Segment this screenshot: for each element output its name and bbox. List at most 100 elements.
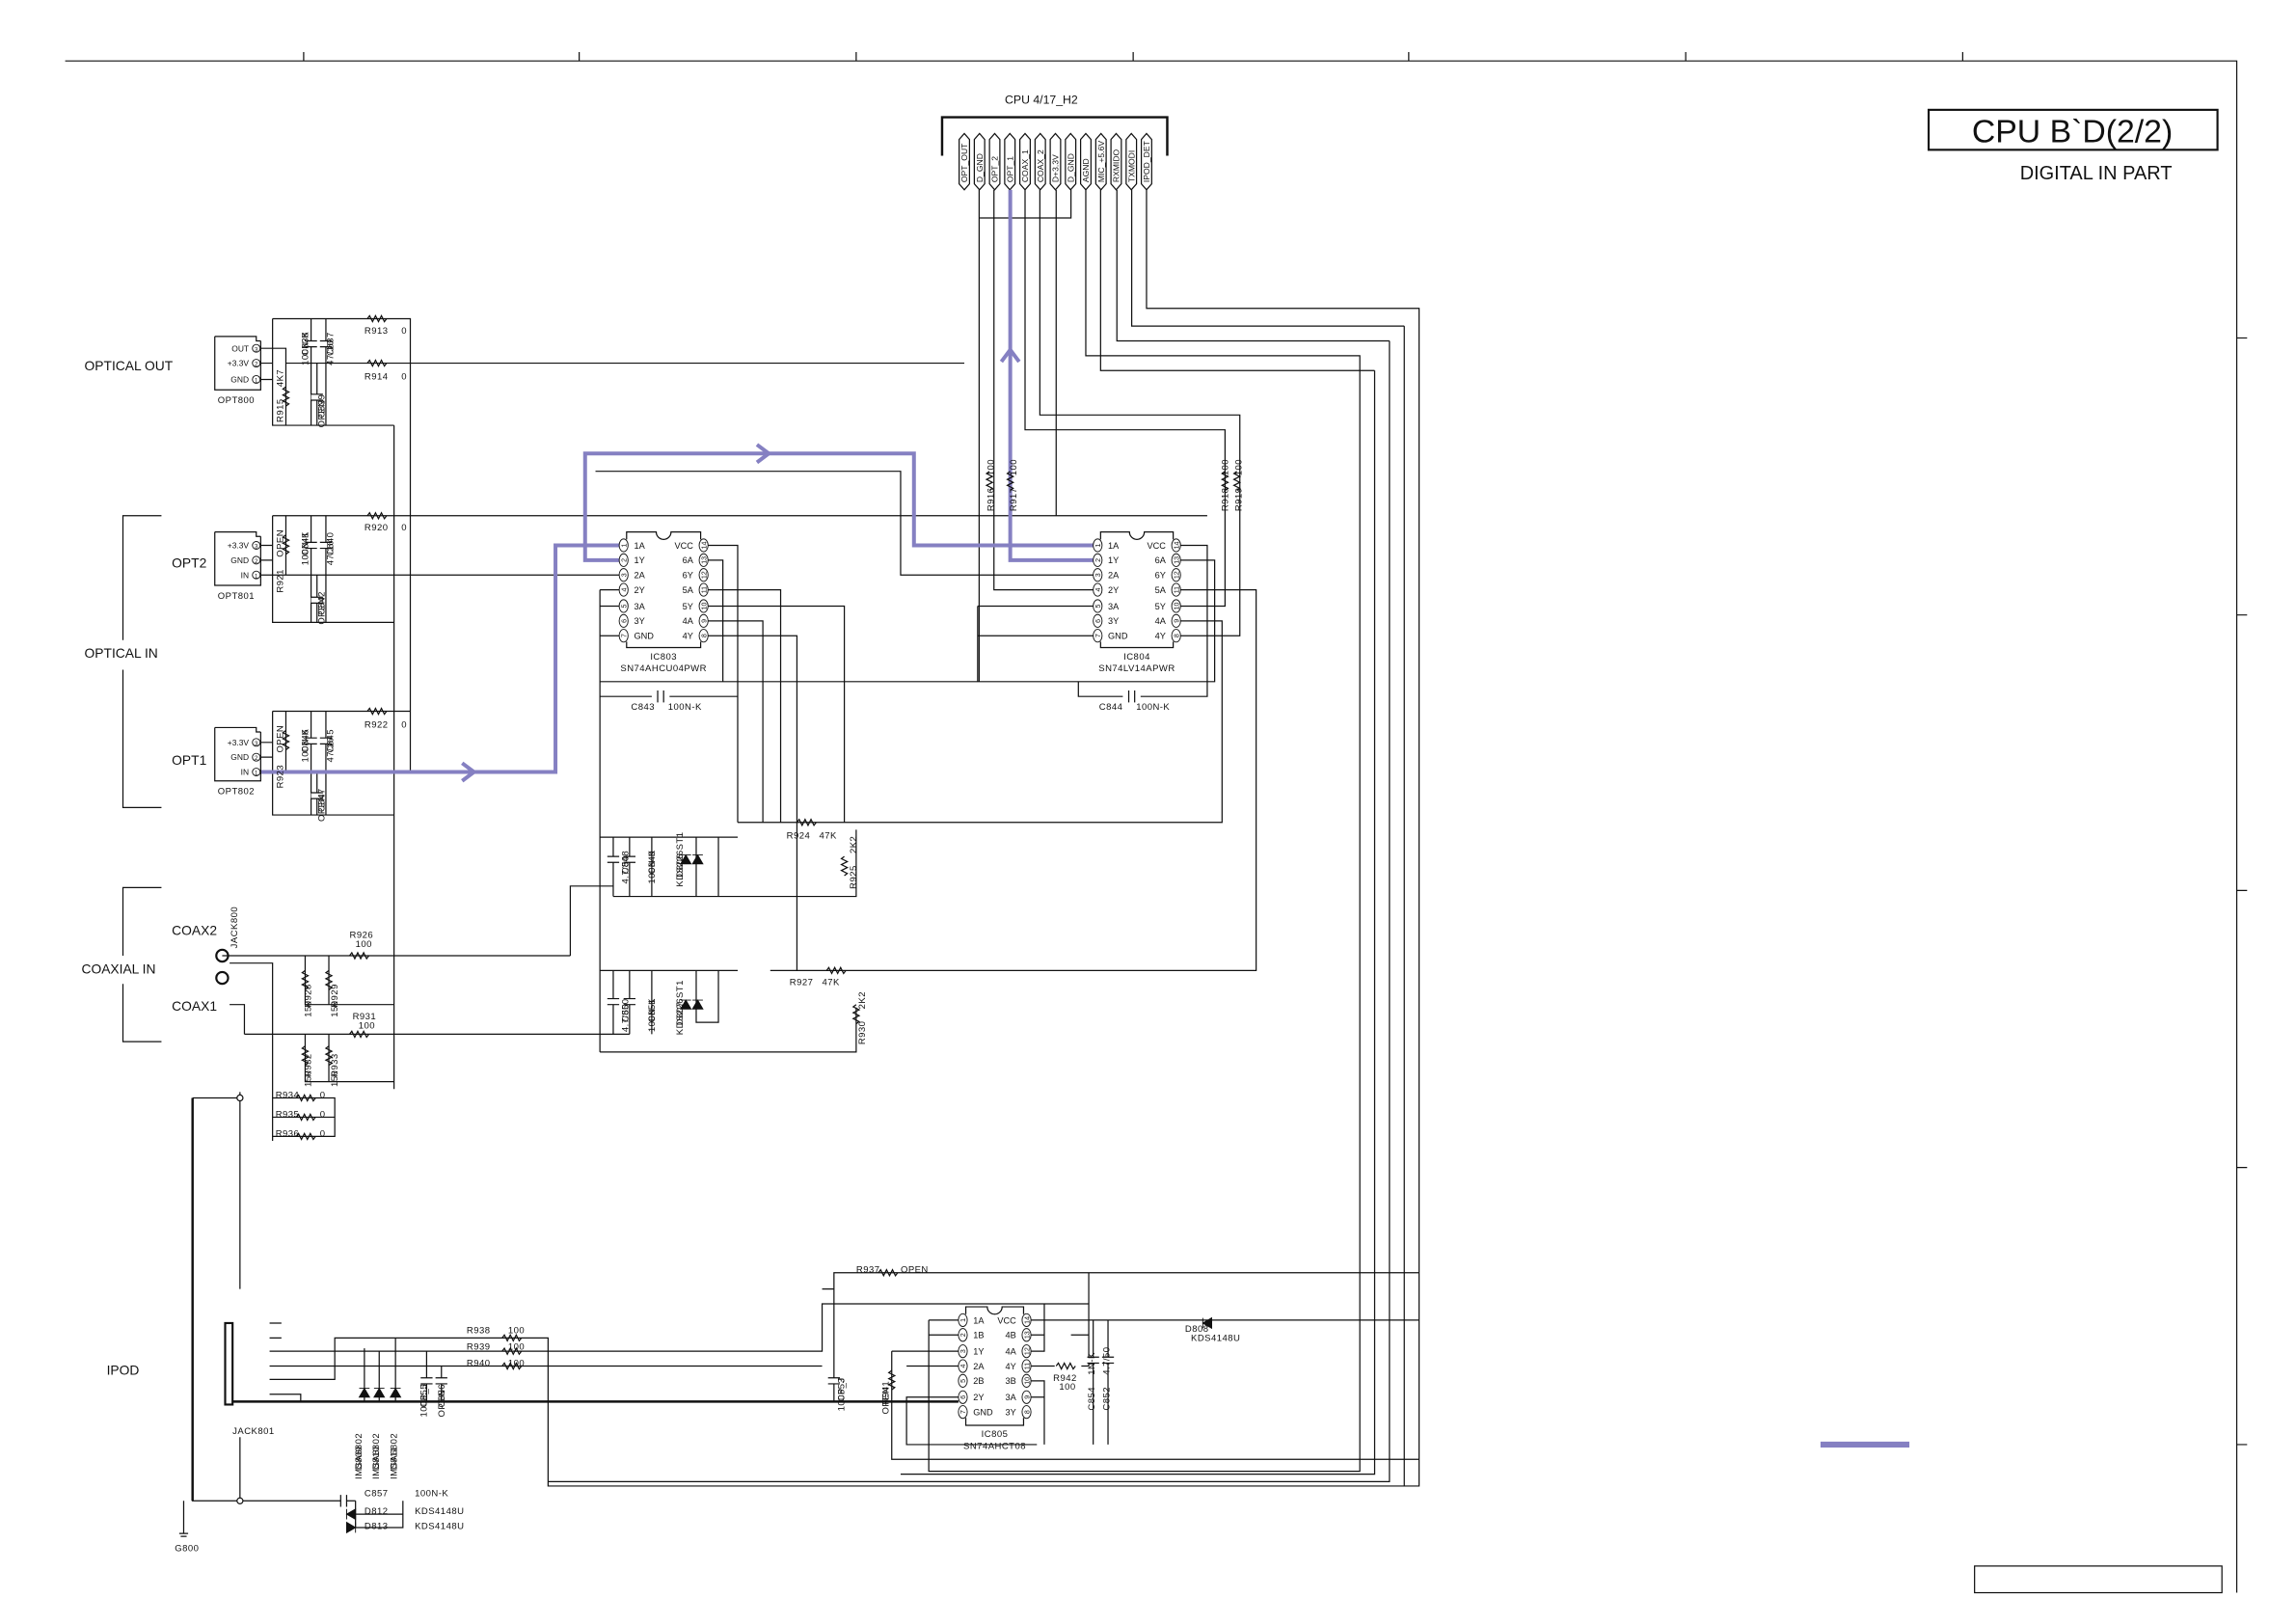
capacitor-gap <box>607 856 620 863</box>
resistor-icon <box>300 1045 310 1067</box>
resistor-icon <box>282 386 290 407</box>
module-ref: OPT802 <box>218 787 255 798</box>
component-ref: C838 <box>301 332 311 356</box>
ic-pin-number: 13 <box>1024 1331 1031 1339</box>
connector-pin-box <box>959 132 971 191</box>
ic-ref: IC804 <box>1123 652 1150 663</box>
capacitor-gap <box>623 998 635 1005</box>
pin-circle <box>252 738 261 747</box>
component-value: OPEN <box>437 1390 447 1418</box>
ic-pin-name: 3A <box>634 602 645 611</box>
component-value: 100 <box>986 459 997 475</box>
ic-pin-number: 12 <box>1174 571 1180 579</box>
label-opt2: OPT2 <box>172 555 206 571</box>
capacitor-gap <box>1101 1357 1115 1364</box>
component-ref: C849 <box>647 851 658 875</box>
diode-icon <box>691 853 704 865</box>
component-ref: D806 <box>675 853 686 878</box>
connector-pin-8: AGND <box>1081 158 1091 182</box>
ic-part-number: SN74AHCU04PWR <box>620 663 707 674</box>
ic-pin <box>958 1390 968 1404</box>
capacitor-gap <box>658 690 664 703</box>
component-value: OPEN <box>275 725 285 753</box>
capacitor-gap <box>1128 690 1135 703</box>
pin-number: 3 <box>255 544 258 551</box>
ic-pin-name: 1Y <box>1108 555 1119 565</box>
component-ref: D811 <box>390 1447 400 1470</box>
component-ref: C844 <box>1099 702 1123 713</box>
ic-pin <box>958 1313 968 1327</box>
component-value: KDS226ST1 <box>675 980 686 1035</box>
component-value: 100 <box>508 1326 525 1337</box>
component-symbols <box>282 314 1242 1534</box>
component-value: IMSA6802 <box>371 1433 382 1479</box>
ic-pin <box>618 613 629 628</box>
ic-pin <box>1021 1328 1032 1342</box>
jack800-label: JACK800 <box>230 907 240 948</box>
resistor-icon <box>366 707 388 716</box>
ic-pin <box>698 599 709 613</box>
component-value: OPEN <box>316 794 327 822</box>
component-ref: R935 <box>276 1109 300 1120</box>
ic-pin-number: 4 <box>621 588 628 592</box>
capacitor-icon <box>311 596 323 605</box>
ic-pin-name: 3Y <box>1006 1408 1016 1418</box>
ic-pin-number: 4 <box>960 1364 967 1367</box>
component-ref: C839 <box>316 394 327 419</box>
resistor-icon <box>985 471 994 492</box>
ic-pin <box>618 582 629 597</box>
ic-pin <box>1171 599 1181 613</box>
ic-pin-number: 9 <box>1024 1395 1031 1399</box>
pin-circle <box>252 752 261 762</box>
ground-node-icon <box>236 1094 244 1102</box>
ic-pin-name: 1B <box>973 1331 984 1340</box>
component-value: 0 <box>401 523 407 533</box>
ic-pin-number: 10 <box>1024 1377 1031 1385</box>
coax1-jack-icon <box>215 970 230 986</box>
connector-pin-6: D+3.3V <box>1051 154 1061 182</box>
ic-pin <box>618 553 629 567</box>
title-block: CPU B`D(2/2) DIGITAL IN PART <box>1927 108 2219 184</box>
resistor-icon <box>825 965 847 975</box>
ic-pin-name: 6A <box>683 555 694 565</box>
ic-pin <box>958 1373 968 1388</box>
component-ref: R938 <box>467 1326 491 1337</box>
resistor-icon <box>840 855 850 877</box>
capacitor-icon <box>305 339 317 348</box>
ic-pin <box>618 538 629 553</box>
pin-name: IN <box>241 768 249 777</box>
component-value: 47/16 <box>326 540 337 565</box>
component-ref: R942 <box>1053 1373 1077 1384</box>
component-value: 100P_J <box>837 1377 848 1411</box>
component-value: 47/16 <box>326 340 337 365</box>
component-ref: C842 <box>316 591 327 615</box>
component-ref: C852 <box>1102 1387 1113 1411</box>
ic-part-number: SN74LV14APWR <box>1098 663 1175 674</box>
diode-icon <box>680 853 692 865</box>
capacitor-gap <box>305 542 317 549</box>
connector-pin-5: COAX_2 <box>1036 149 1045 182</box>
ic-pin-number: 12 <box>701 571 708 579</box>
